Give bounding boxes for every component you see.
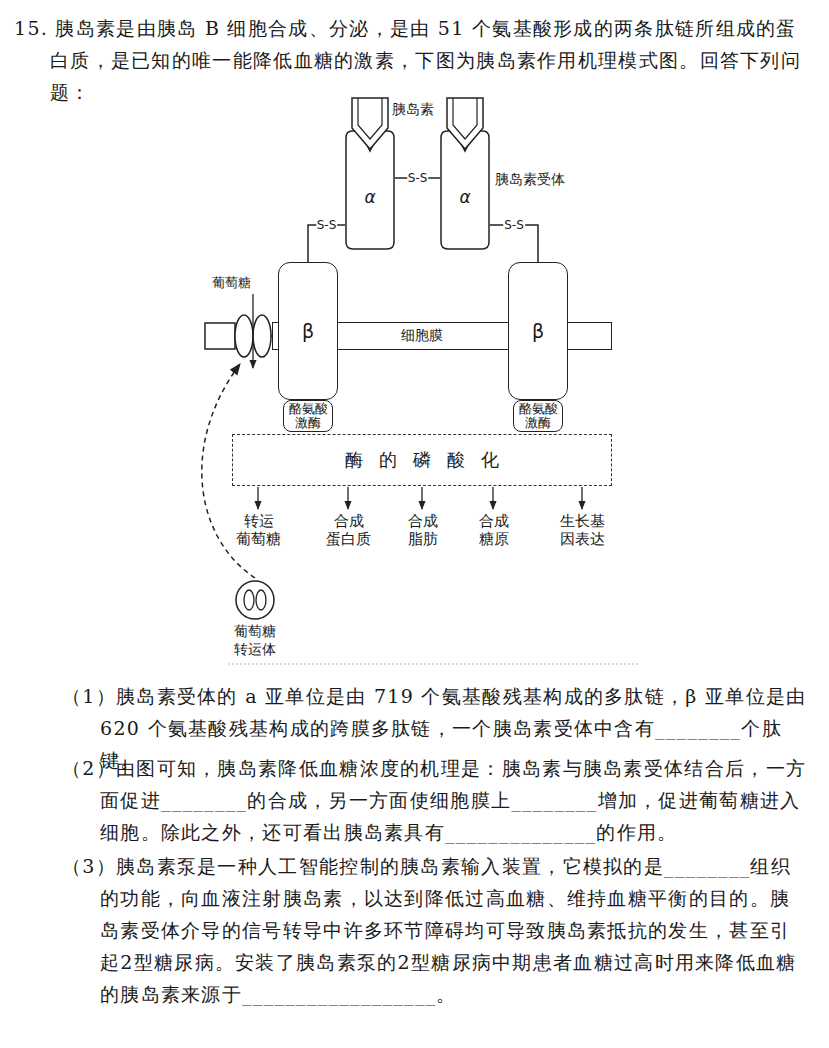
- insulin-label: 胰岛素: [392, 100, 434, 118]
- effect-label: 合成 蛋白质: [325, 512, 372, 548]
- phosphorylation-box: 酶的磷酸化: [232, 434, 612, 486]
- transporter-protein: [244, 590, 254, 610]
- membrane-end: [205, 323, 235, 349]
- output-arrow: [421, 487, 422, 509]
- node-text: α: [364, 187, 375, 207]
- channel-half: [235, 315, 253, 357]
- glucose-transporter: 葡萄糖 转运体: [222, 578, 288, 666]
- glucose-channel: 葡萄糖: [212, 274, 284, 362]
- node-text: β: [532, 320, 544, 342]
- alpha-subunit: α: [440, 130, 490, 250]
- effect-label: 生长基 因表达: [559, 512, 606, 548]
- node-text: 酪氨酸 激酶: [286, 402, 330, 430]
- node-text: 细胞膜: [401, 327, 443, 345]
- transporter-vesicle: [236, 581, 274, 619]
- output-arrow: [347, 487, 348, 509]
- node-text: β: [302, 320, 314, 342]
- effect-label: 转运 葡萄糖: [235, 512, 282, 548]
- alpha-outline: [441, 131, 489, 249]
- beta-subunit: β: [278, 262, 338, 400]
- question-part: （3）胰岛素泵是一种人工智能控制的胰岛素输入装置，它模拟的是________组织…: [62, 850, 807, 1010]
- beta-subunit: β: [508, 262, 568, 400]
- channel-half: [253, 315, 271, 357]
- transporter-protein: [256, 590, 266, 610]
- effect-label: 合成 糖原: [470, 512, 517, 548]
- receptor-label: 胰岛素受体: [495, 170, 565, 188]
- bond-label: S-S: [316, 218, 338, 232]
- bond-label: S-S: [503, 218, 525, 232]
- output-arrow: [492, 487, 493, 509]
- tyrosine-kinase: 酪氨酸 激酶: [513, 400, 563, 432]
- alpha-subunit: α: [345, 130, 395, 250]
- node-text: 葡萄糖 转运体: [230, 622, 280, 658]
- node-text: 葡萄糖: [212, 274, 251, 292]
- node-text: 酪氨酸 激酶: [516, 402, 560, 430]
- question-stem: 15. 胰岛素是由胰岛 B 细胞合成、分泌，是由 51 个氨基酸形成的两条肽链所…: [14, 12, 804, 108]
- alpha-outline: [346, 131, 394, 249]
- bond-label: S-S: [407, 171, 429, 185]
- tyrosine-kinase: 酪氨酸 激酶: [283, 400, 333, 432]
- node-text: α: [459, 187, 470, 207]
- output-arrow: [581, 487, 582, 509]
- question-part: （2）由图可知，胰岛素降低血糖浓度的机理是：胰岛素与胰岛素受体结合后，一方面促进…: [62, 752, 807, 848]
- scan-line: [228, 664, 640, 665]
- effect-label: 合成 脂肪: [399, 512, 446, 548]
- node-text: 酶的磷酸化: [329, 448, 515, 472]
- output-arrow: [257, 487, 258, 509]
